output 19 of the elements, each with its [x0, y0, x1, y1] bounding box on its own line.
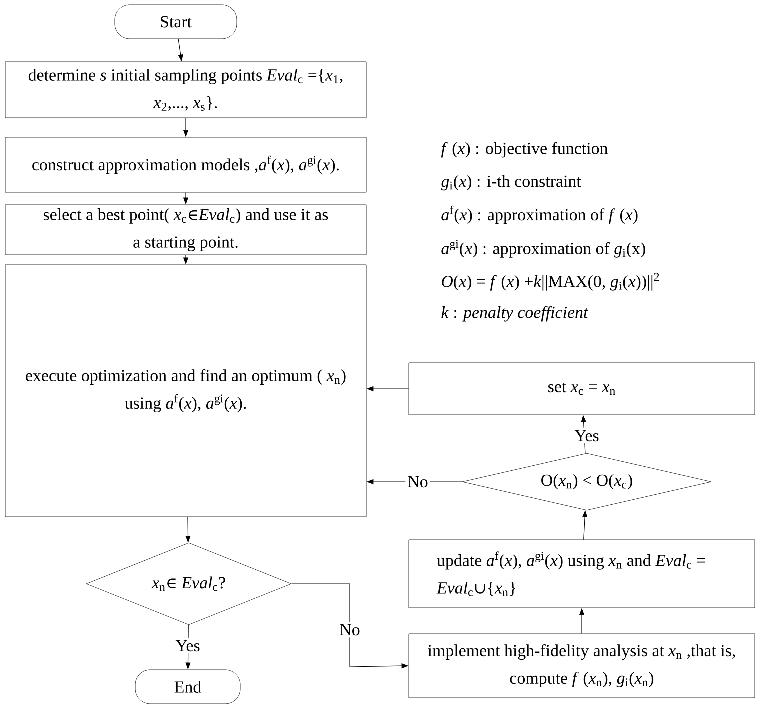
edge-label: Yes — [574, 430, 599, 442]
process-box: select a best point( x$_{c}$∈Eval$_{c}$) and use it as a starting point. — [5, 204, 367, 256]
process-box: construct approximation models ,a$^{f}$(x), a$^{gi}$(x). — [5, 137, 367, 193]
process-box: determine s initial sampling points Eval$_{c}$ ={x$_{1}$, x$_{2}$,..., x$_{s}$}. — [5, 62, 367, 118]
legend-text: k : penalty coefficient — [442, 306, 589, 322]
edge-label: Yes — [176, 640, 200, 652]
legend-text: f (x) : objective function — [441, 142, 608, 158]
process-box: execute optimization and find an optimum ( x$_{n}$) using a$^{f}$(x), a$^{gi}$(x). — [5, 264, 367, 518]
terminal-box: Start — [114, 4, 238, 40]
terminal-box: End — [135, 670, 241, 704]
legend-text: a$^{f}$(x) : approximation of f (x) — [442, 206, 638, 224]
legend-text: g$_{i}$(x) : i-th constraint — [441, 175, 582, 191]
process-box: implement high-fidelity analysis at x$_{n}$ ,that is, compute f (x$_{n}$), g$_{i}$(x$_{n}$) — [408, 634, 756, 698]
edge-label: No — [408, 476, 428, 488]
legend-text: a$^{gi}$(x) : approximation of g$_{i}$(x) — [442, 240, 646, 258]
legend-text: O(x) = f (x) +k||MAX(0, g$_{i}$(x))||$^{2}$ — [442, 273, 660, 291]
process-box: set x$_{c}$ = x$_{n}$ — [408, 362, 756, 416]
process-box: update a$^{f}$(x), a$^{gi}$(x) using x$_{n}$ and Eval$_{c}$ = Eval$_{c}$∪{x$_{n}$} — [408, 540, 756, 608]
edge-label: No — [340, 624, 360, 636]
